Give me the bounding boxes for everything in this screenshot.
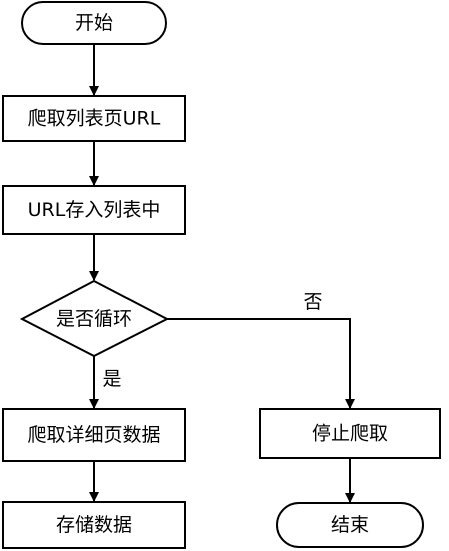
loop-decision-diamond: 是否循环	[19, 279, 170, 358]
store-url-box: URL存入列表中	[2, 185, 186, 235]
end-terminal: 结束	[276, 502, 424, 548]
loop-decision-label: 是否循环	[56, 308, 132, 330]
store-data-label: 存储数据	[56, 514, 132, 536]
crawl-detail-box: 爬取详细页数据	[2, 408, 186, 462]
yes-branch-label: 是	[102, 368, 121, 390]
end-label: 结束	[331, 514, 369, 536]
no-branch-label: 否	[303, 291, 322, 313]
store-data-box: 存储数据	[2, 501, 186, 549]
start-terminal: 开始	[21, 1, 167, 45]
arrow-decision-no-to-stop	[167, 318, 355, 409]
crawl-list-url-box: 爬取列表页URL	[2, 95, 186, 142]
store-url-label: URL存入列表中	[28, 199, 161, 221]
crawl-list-url-label: 爬取列表页URL	[28, 108, 161, 130]
stop-crawl-box: 停止爬取	[259, 408, 441, 459]
start-label: 开始	[75, 12, 113, 34]
crawl-detail-label: 爬取详细页数据	[27, 424, 160, 446]
stop-crawl-label: 停止爬取	[312, 423, 388, 445]
